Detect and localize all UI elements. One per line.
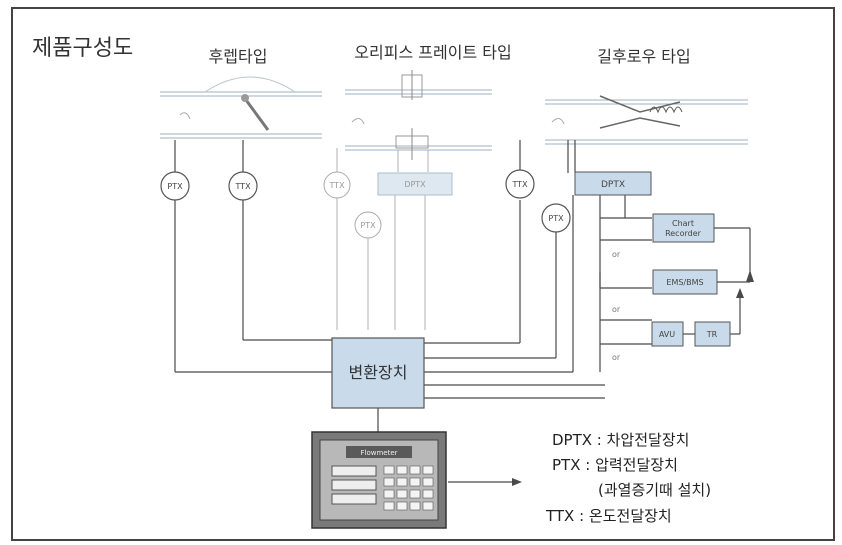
ptx-orifice-label: PTX bbox=[360, 221, 376, 230]
ttx-flap-label: TTX bbox=[234, 182, 251, 191]
dptx-venturi: DPTX bbox=[574, 171, 652, 196]
ems-bms-box: EMS/BMS bbox=[652, 269, 718, 295]
arrow-head-ems bbox=[736, 288, 744, 298]
chart-recorder-box: Chart Recorder bbox=[652, 213, 715, 243]
ems-bms-label: EMS/BMS bbox=[666, 278, 703, 287]
venturi-type-pipe-sketch bbox=[545, 95, 748, 145]
avu-label: AVU bbox=[659, 330, 675, 339]
legend-ptx: PTX : 압력전달장치 bbox=[552, 456, 678, 474]
chart-recorder-line1: Chart bbox=[672, 219, 694, 228]
dptx-orifice-label: DPTX bbox=[404, 180, 426, 189]
output-arrow-head bbox=[512, 478, 522, 486]
orifice-signal-lines bbox=[336, 148, 429, 330]
legend-dptx: DPTX : 차압전달장치 bbox=[552, 431, 689, 449]
ptx-venturi-label: PTX bbox=[548, 214, 564, 223]
chart-recorder-line2: Recorder bbox=[665, 229, 702, 238]
ttx-venturi-label: TTX bbox=[511, 180, 528, 189]
converter-label: 변환장치 bbox=[349, 363, 408, 382]
orifice-type-pipe-sketch bbox=[345, 70, 492, 160]
dptx-orifice: DPTX bbox=[377, 172, 453, 196]
signal-lines bbox=[174, 140, 751, 483]
legend-ttx: TTX : 온도전달장치 bbox=[545, 507, 672, 525]
converter-box: 변환장치 bbox=[331, 337, 425, 409]
dptx-venturi-label: DPTX bbox=[601, 180, 625, 190]
ttx-orifice: TTX bbox=[323, 171, 351, 199]
type-label-flap: 후렙타입 bbox=[209, 47, 268, 66]
ptx-orifice: PTX bbox=[354, 211, 382, 239]
tr-box: TR bbox=[694, 321, 731, 347]
ptx-venturi: PTX bbox=[541, 203, 571, 233]
type-label-orifice: 오리피스 프레이트 타입 bbox=[354, 43, 511, 62]
or-label-1: or bbox=[612, 250, 621, 259]
avu-box: AVU bbox=[651, 321, 684, 347]
arrow-head-recorder bbox=[746, 270, 754, 282]
ptx-flap-label: PTX bbox=[167, 182, 183, 191]
ttx-orifice-label: TTX bbox=[328, 181, 345, 190]
ttx-flap: TTX bbox=[228, 171, 258, 201]
flowmeter-display-device: Flowmeter bbox=[311, 431, 447, 529]
legend-ptx-note: (과열증기때 설치) bbox=[598, 481, 711, 499]
ptx-flap: PTX bbox=[160, 171, 190, 201]
diagram-title: 제품구성도 bbox=[32, 36, 133, 61]
type-label-venturi: 길후로우 타입 bbox=[597, 47, 690, 66]
or-label-2: or bbox=[612, 305, 621, 314]
tr-label: TR bbox=[706, 330, 718, 339]
ttx-venturi: TTX bbox=[505, 169, 535, 199]
flap-type-pipe-sketch bbox=[160, 76, 322, 139]
or-label-3: or bbox=[612, 353, 621, 362]
legend: DPTX : 차압전달장치 PTX : 압력전달장치 (과열증기때 설치) TT… bbox=[545, 431, 711, 525]
display-brand: Flowmeter bbox=[360, 449, 397, 457]
